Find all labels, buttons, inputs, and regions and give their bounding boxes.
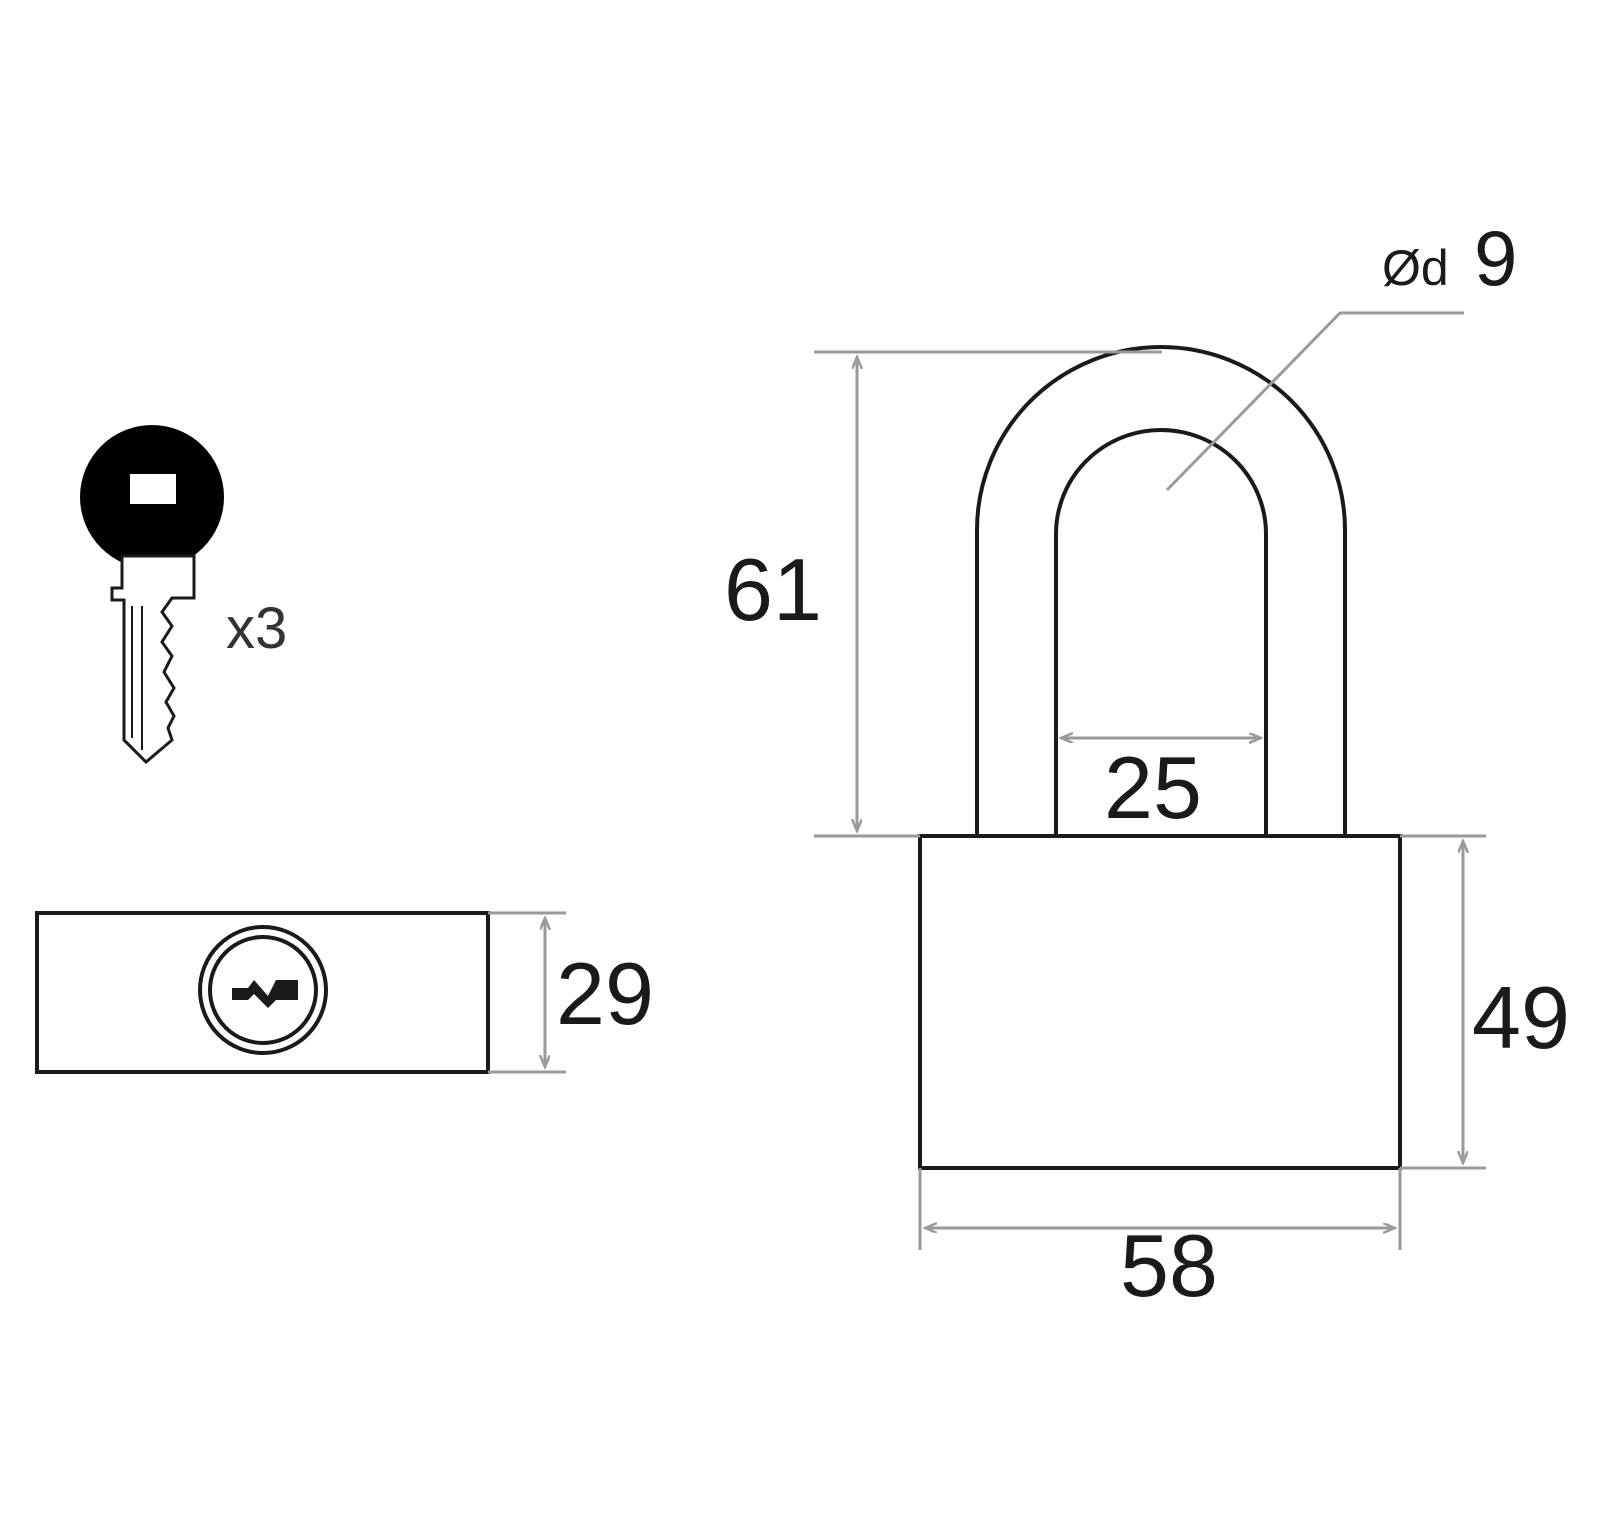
- shackle-diameter-prefix: Ød: [1382, 240, 1449, 296]
- body-height-label: 49: [1472, 968, 1570, 1067]
- shackle-diameter-value: 9: [1474, 214, 1517, 302]
- thickness-label: 29: [556, 944, 654, 1043]
- top-view: [35, 911, 566, 1074]
- key-quantity-label: x3: [226, 596, 287, 661]
- front-view: [814, 311, 1486, 1250]
- key-blade: [110, 554, 196, 765]
- keyhole-icon: [198, 925, 328, 1055]
- shackle-diameter-leader: [1165, 311, 1464, 492]
- shackle-outer: [975, 345, 1347, 836]
- shackle-inner: [1054, 428, 1268, 836]
- shackle-inner-width-label: 25: [1104, 738, 1202, 837]
- lock-body-front-outline: [918, 834, 1402, 1170]
- body-width-label: 58: [1120, 1216, 1218, 1315]
- key-bow-slot: [130, 474, 176, 504]
- lock-body-top-outline: [35, 911, 490, 1074]
- key-icon: [80, 425, 224, 765]
- shackle-height-label: 61: [724, 540, 822, 639]
